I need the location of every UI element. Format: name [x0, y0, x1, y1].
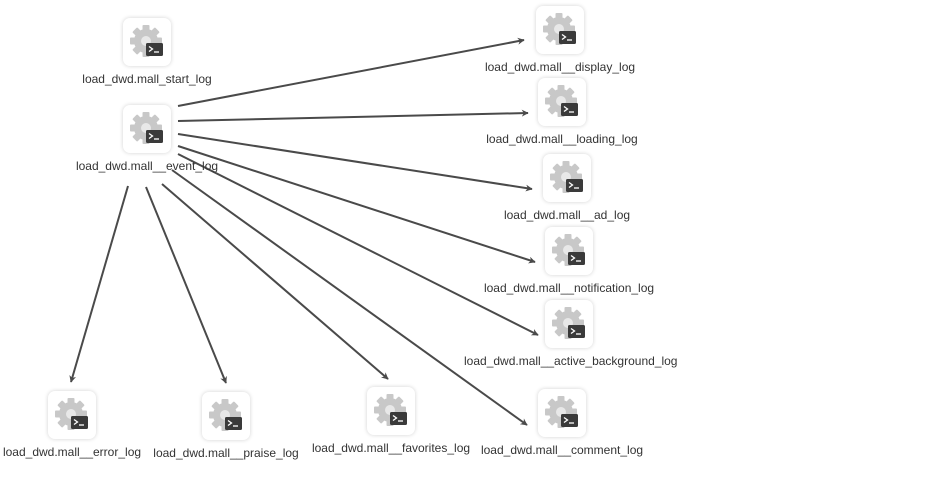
- edge-event-to-active-background: [177, 153, 539, 336]
- node-label: load_dwd.mall_start_log: [82, 72, 212, 86]
- task-icon-box[interactable]: [545, 300, 593, 348]
- edge-event-to-praise: [145, 186, 227, 384]
- edge-event-to-error: [69, 185, 129, 383]
- task-icon-box[interactable]: [202, 392, 250, 440]
- node-label: load_dwd.mall__active_background_log: [464, 354, 678, 368]
- node-label: load_dwd.mall__ad_log: [503, 208, 631, 222]
- gear-terminal-icon: [130, 112, 163, 144]
- gear-terminal-icon: [55, 398, 88, 430]
- node-label: load_dwd.mall__favorites_log: [311, 441, 471, 455]
- edge-event-to-loading: [177, 109, 529, 122]
- gear-terminal-icon: [374, 394, 407, 426]
- task-icon-box[interactable]: [538, 78, 586, 126]
- task-icon-box[interactable]: [367, 387, 415, 435]
- gear-terminal-icon: [552, 307, 585, 339]
- node-label: load_dwd.mall__error_log: [2, 445, 142, 459]
- edge-event-to-favorites: [161, 183, 389, 380]
- node-label: load_dwd.mall__comment_log: [480, 443, 644, 457]
- node-label: load_dwd.mall__notification_log: [483, 281, 655, 295]
- task-icon-box[interactable]: [48, 391, 96, 439]
- task-icon-box[interactable]: [538, 389, 586, 437]
- node-label: load_dwd.mall__display_log: [484, 60, 636, 74]
- node-label: load_dwd.mall__loading_log: [486, 132, 638, 146]
- gear-terminal-icon: [552, 234, 585, 266]
- task-icon-box[interactable]: [123, 105, 171, 153]
- task-icon-box[interactable]: [543, 154, 591, 202]
- task-icon-box[interactable]: [123, 18, 171, 66]
- gear-terminal-icon: [130, 25, 163, 57]
- gear-terminal-icon: [550, 161, 583, 193]
- gear-terminal-icon: [209, 399, 242, 431]
- gear-terminal-icon: [545, 396, 578, 428]
- node-label: load_dwd.mall__praise_log: [153, 446, 299, 460]
- task-icon-box[interactable]: [536, 6, 584, 54]
- task-icon-box[interactable]: [545, 227, 593, 275]
- gear-terminal-icon: [543, 13, 576, 45]
- node-label: load_dwd.mall__event_log: [75, 159, 219, 173]
- gear-terminal-icon: [545, 85, 578, 117]
